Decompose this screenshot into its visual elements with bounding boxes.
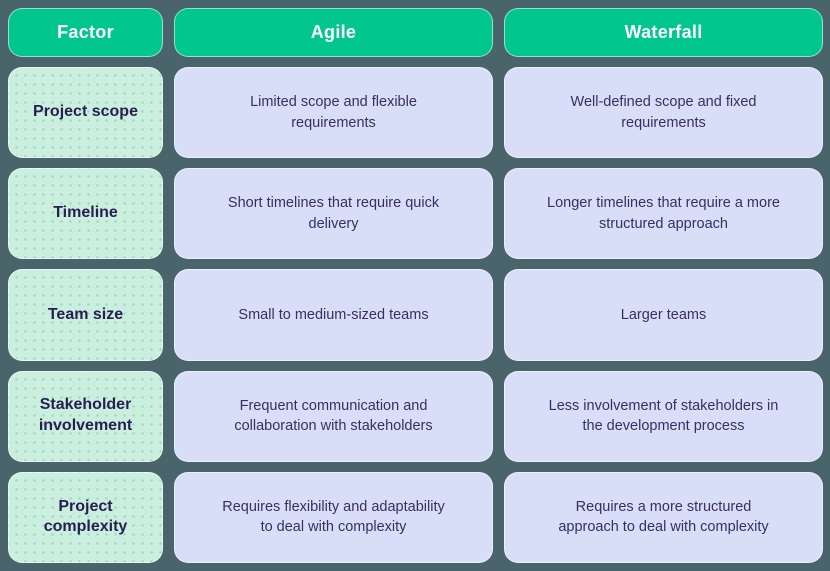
agile-cell-stakeholder-involvement: Frequent communication and collaboration… [174, 370, 493, 462]
waterfall-cell-project-scope: Well-defined scope and fixed requirement… [504, 67, 823, 159]
agile-cell-project-complexity: Requires flexibility and adaptability to… [174, 471, 493, 563]
header-cell-factor: Factor [8, 8, 163, 57]
factor-cell-stakeholder-involvement: Stakeholder involvement [8, 370, 163, 462]
agile-cell-team-size: Small to medium-sized teams [174, 269, 493, 361]
factor-cell-project-scope: Project scope [8, 67, 163, 159]
agile-cell-project-scope: Limited scope and flexible requirements [174, 67, 493, 159]
waterfall-cell-stakeholder-involvement: Less involvement of stakeholders in the … [504, 370, 823, 462]
header-cell-agile: Agile [174, 8, 493, 57]
waterfall-cell-timeline: Longer timelines that require a more str… [504, 168, 823, 260]
agile-cell-timeline: Short timelines that require quick deliv… [174, 168, 493, 260]
factor-cell-team-size: Team size [8, 269, 163, 361]
factor-cell-timeline: Timeline [8, 168, 163, 260]
header-cell-waterfall: Waterfall [504, 8, 823, 57]
waterfall-cell-team-size: Larger teams [504, 269, 823, 361]
waterfall-cell-project-complexity: Requires a more structured approach to d… [504, 471, 823, 563]
factor-cell-project-complexity: Project complexity [8, 471, 163, 563]
